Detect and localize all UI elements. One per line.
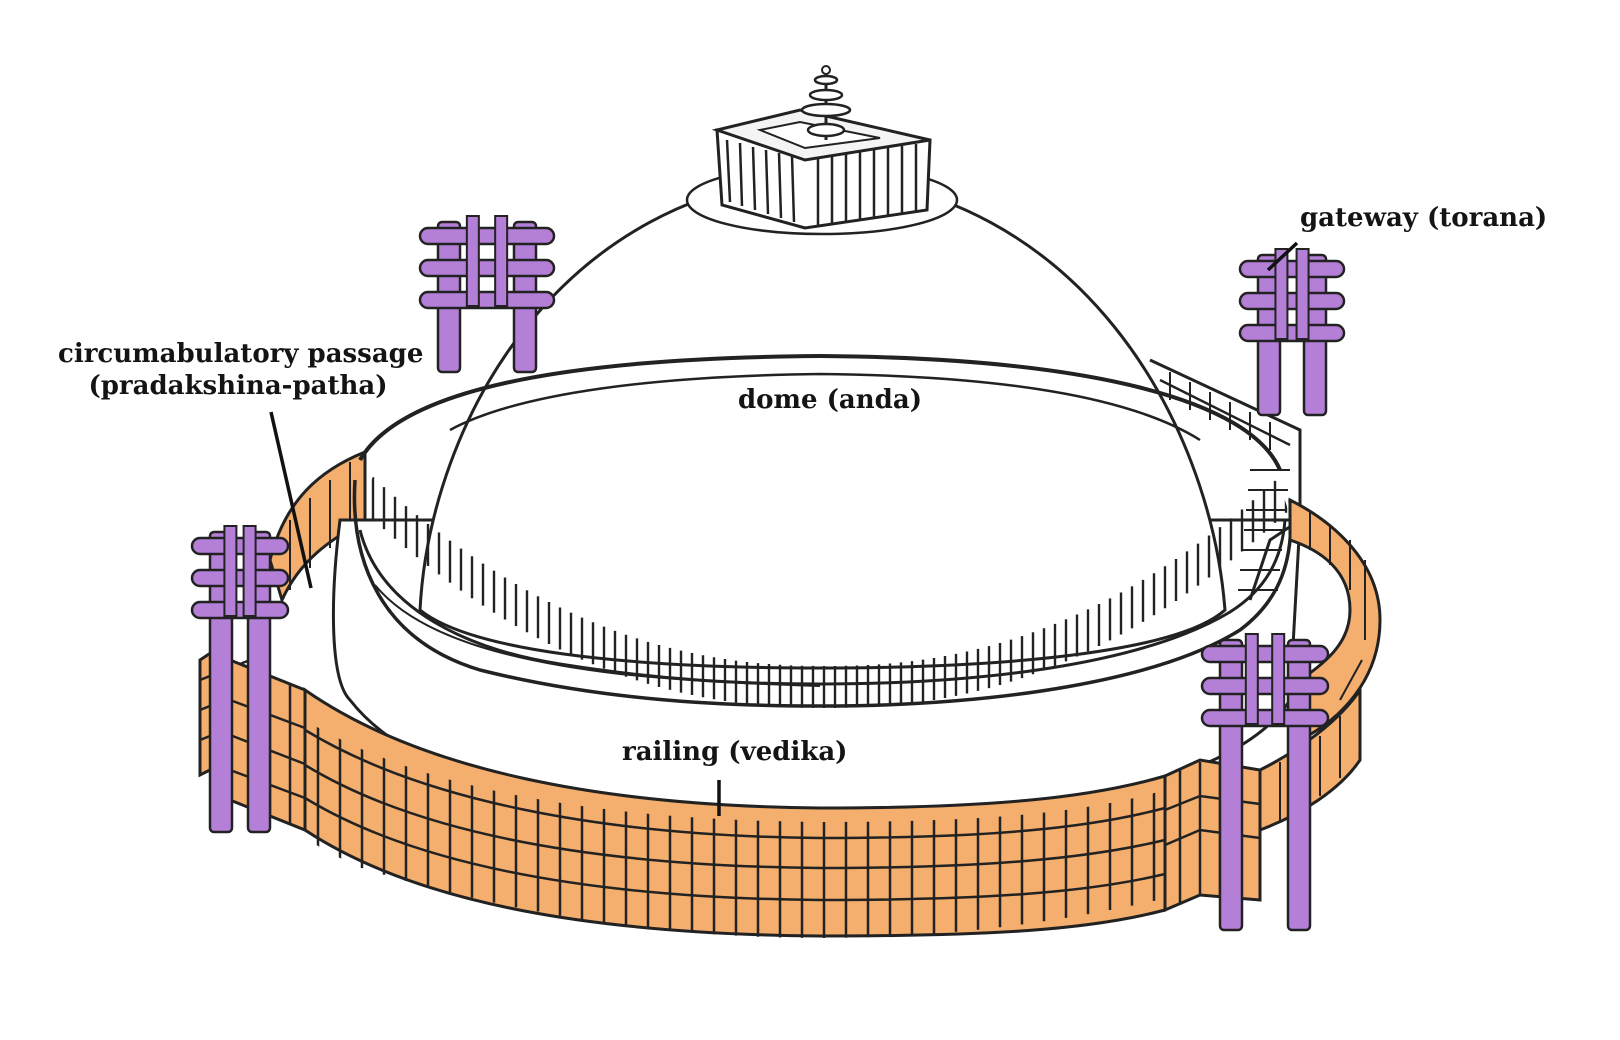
leader-lines — [269, 241, 1299, 816]
label-passage: circumabulatory passage (pradakshina-pat… — [58, 338, 424, 402]
upper-railing — [352, 353, 1302, 708]
label-dome: dome (anda) — [738, 385, 923, 415]
harmika — [711, 65, 932, 230]
label-passage-line1: circumabulatory passage — [58, 339, 424, 369]
back-railing-left — [268, 449, 367, 605]
gateways — [190, 215, 1346, 932]
label-passage-line2: (pradakshina-patha) — [88, 371, 388, 401]
dome — [418, 173, 1227, 670]
label-gateway: gateway (torana) — [1300, 203, 1548, 233]
label-railing: railing (vedika) — [622, 737, 848, 767]
